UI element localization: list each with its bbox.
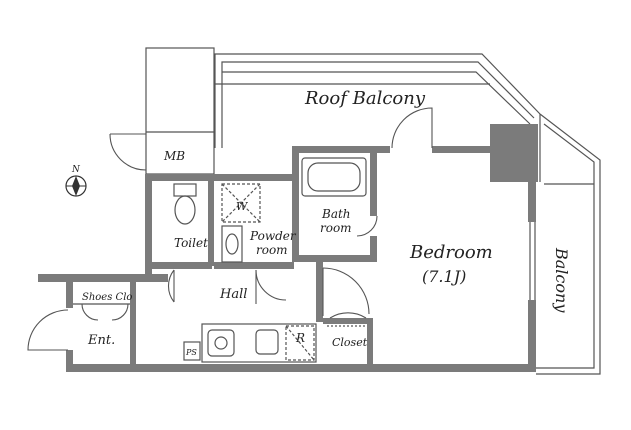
label-pipe-space: PS <box>185 348 197 357</box>
label-mb: MB <box>163 149 185 163</box>
label-entrance: Ent. <box>87 333 115 348</box>
label-bath-room: room <box>320 221 352 235</box>
doors <box>27 107 433 351</box>
label-roof-balcony: Roof Balcony <box>304 88 426 109</box>
label-powder: Powder <box>249 229 297 243</box>
balcony-area <box>536 113 601 375</box>
label-toilet: Toilet <box>174 236 208 250</box>
label-balcony: Balcony <box>552 247 571 313</box>
label-north: N <box>71 165 81 175</box>
label-shoes-closet: Shoes Clo <box>82 292 132 303</box>
label-closet: Closet <box>332 336 368 349</box>
label-refrigerator: R <box>295 331 305 345</box>
label-bedroom-size: (7.1J) <box>422 267 466 286</box>
label-powder-room: room <box>256 243 288 257</box>
fixtures <box>173 157 367 363</box>
walls <box>38 124 538 372</box>
label-bedroom: Bedroom <box>409 242 493 263</box>
compass-icon <box>65 175 87 197</box>
roof-balcony-area <box>214 53 541 148</box>
label-bath: Bath <box>321 207 351 221</box>
label-hall: Hall <box>219 287 247 302</box>
label-washer: W <box>236 200 249 213</box>
